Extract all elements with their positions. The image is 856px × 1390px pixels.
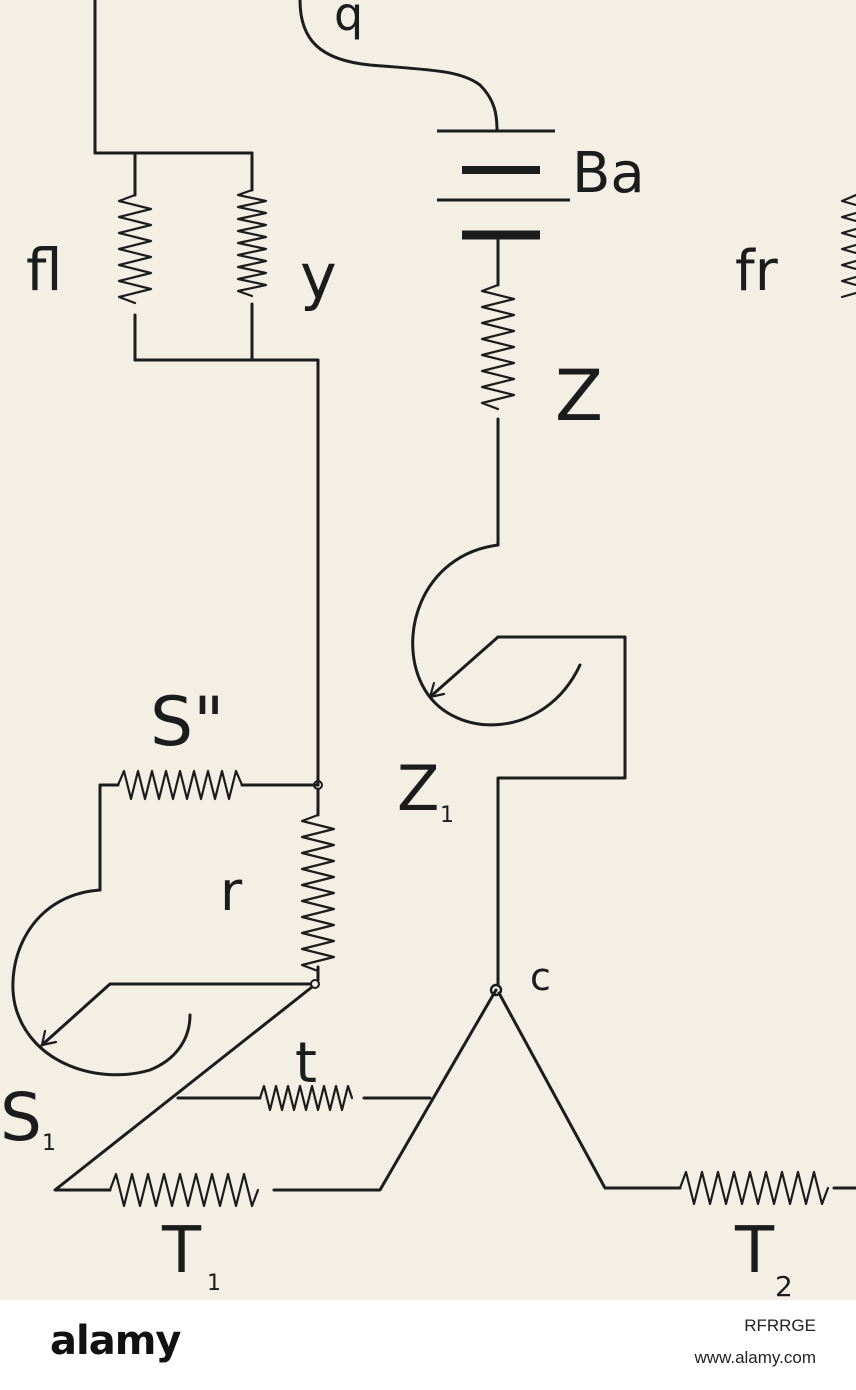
wire-s1-slider xyxy=(40,982,312,1047)
label-s1-subscript: 1 xyxy=(42,1131,56,1156)
resistor-t xyxy=(258,1084,354,1112)
resistor-z xyxy=(480,283,516,411)
label-z1: Z xyxy=(397,752,439,825)
wire-left-top xyxy=(93,0,254,155)
label-s1: S xyxy=(0,1079,42,1156)
label-r: r xyxy=(220,860,243,923)
resistor-t1 xyxy=(108,1172,260,1208)
wire-q xyxy=(298,0,499,132)
circuit-diagram: q Ba fl y fr Z S" Z 1 r c t S 1 T 1 T 2 xyxy=(0,0,856,1300)
label-fl: fl xyxy=(26,236,63,304)
label-z1-subscript: 1 xyxy=(440,803,454,828)
label-fr: fr xyxy=(735,239,779,304)
label-q: q xyxy=(334,0,363,41)
label-t1-subscript: 1 xyxy=(207,1271,221,1296)
resistor-r xyxy=(300,813,336,973)
resistor-y xyxy=(236,188,268,298)
wire-diagonal xyxy=(53,985,314,1192)
wire-c-right xyxy=(497,991,682,1190)
label-t2: T xyxy=(734,1214,775,1288)
resistor-fl xyxy=(117,193,153,305)
label-ba: Ba xyxy=(572,141,645,206)
site-url-text: www.alamy.com xyxy=(694,1348,816,1367)
wire-s2-left xyxy=(98,783,120,892)
resistor-s2 xyxy=(116,769,244,801)
watermark-footer: alamy RFRRGE www.alamy.com xyxy=(0,1300,856,1390)
label-t: t xyxy=(295,1031,317,1096)
rheostat-z1-arrowhead xyxy=(428,681,446,699)
label-c: c xyxy=(530,955,551,999)
wire-t1-right xyxy=(272,988,498,1192)
resistor-t2 xyxy=(678,1170,830,1206)
rheostat-z1-arc xyxy=(411,543,582,727)
label-t1: T xyxy=(161,1214,202,1288)
label-s-double-prime: S" xyxy=(150,683,224,762)
image-id-text: RFRRGE xyxy=(744,1316,816,1335)
wire-vertical-main xyxy=(133,358,320,787)
rheostat-z1-arrow xyxy=(428,635,500,699)
alamy-logo: alamy xyxy=(50,1318,181,1364)
resistor-fr-partial xyxy=(840,193,856,299)
label-y: y xyxy=(300,240,337,313)
label-t2-subscript: 2 xyxy=(775,1270,793,1300)
rheostat-s1-arc xyxy=(11,888,192,1077)
wire-z1-loop xyxy=(496,635,627,987)
junction-c xyxy=(489,983,503,997)
rheostat-s1-arrowhead xyxy=(40,1029,58,1047)
label-z: Z xyxy=(555,355,603,437)
